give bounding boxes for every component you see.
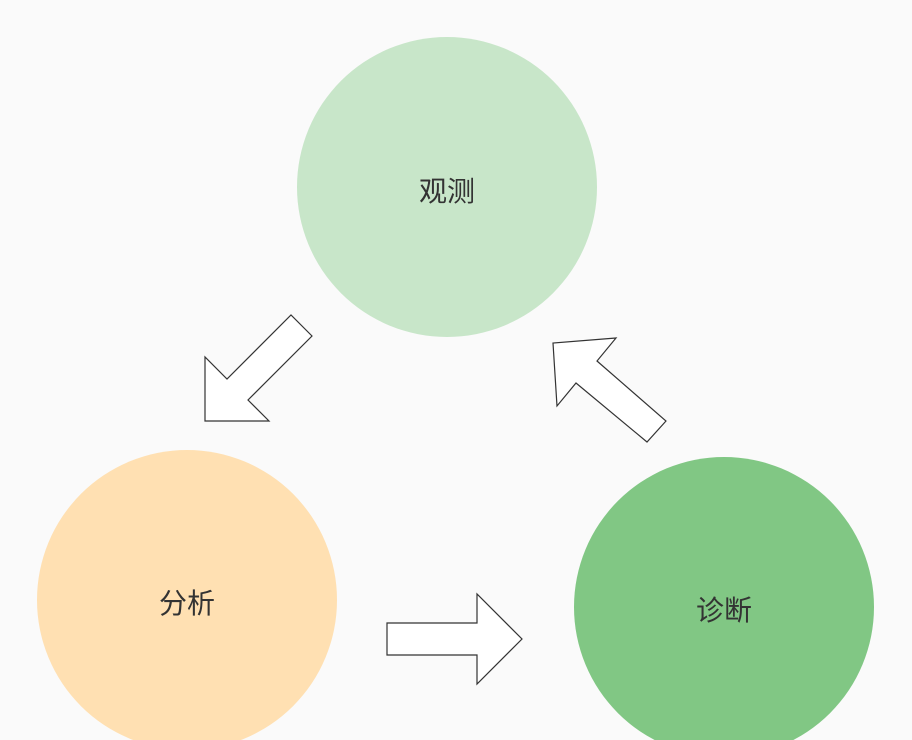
node-analyze-label: 分析 [159,587,215,620]
node-observe-circle [297,37,597,337]
node-diagnose: 诊断 [574,457,874,740]
edge-analyze-to-diagnose-arrow [386,592,523,686]
node-observe: 观测 [297,37,597,337]
node-diagnose-label: 诊断 [696,594,752,627]
node-diagnose-circle [574,457,874,740]
node-analyze: 分析 [37,450,337,740]
node-observe-label: 观测 [419,175,475,208]
node-analyze-circle [37,450,337,740]
edge-diagnose-to-observe-arrow [552,337,667,443]
edge-observe-to-analyze-arrow [204,314,313,422]
